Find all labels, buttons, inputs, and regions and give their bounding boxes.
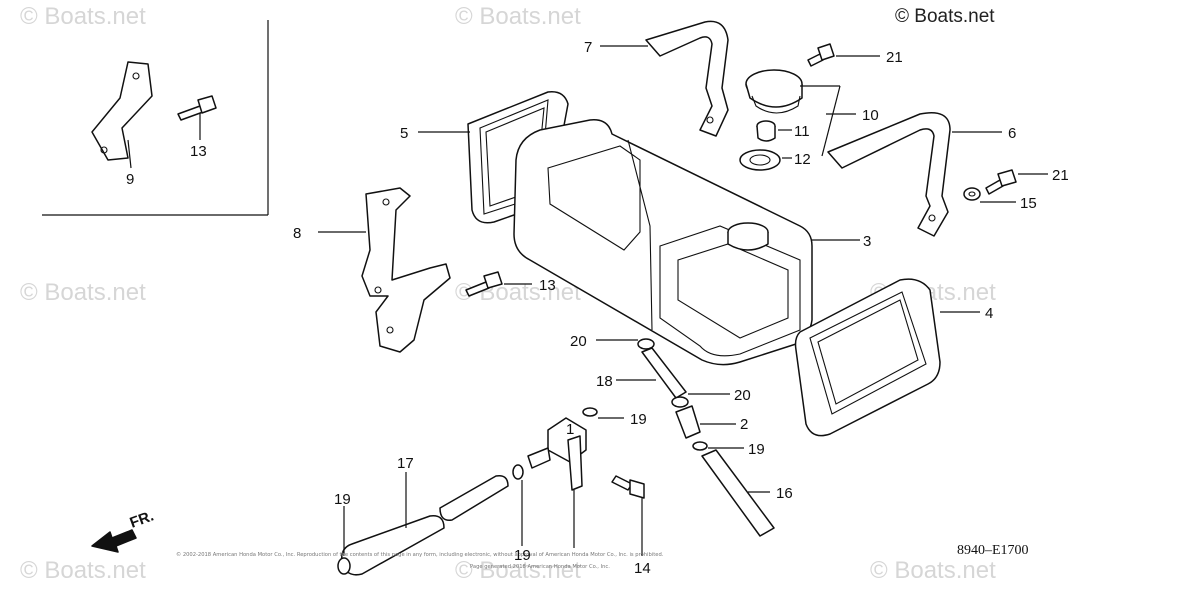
watermark-layer: © Boats.net © Boats.net © Boats.net © Bo… — [20, 3, 996, 584]
callout-16: 16 — [776, 485, 793, 502]
inset-frame — [42, 20, 269, 216]
callout-8: 8 — [293, 225, 301, 242]
callout-9: 9 — [126, 171, 134, 188]
watermark: © Boats.net — [455, 557, 581, 584]
part-13-bolt — [465, 271, 532, 297]
callout-19-lower: 19 — [334, 491, 351, 508]
callout-2: 2 — [740, 416, 748, 433]
part-10-cap — [745, 69, 856, 157]
part-19-clip-middle — [512, 464, 524, 546]
callout-21-top: 21 — [886, 49, 903, 66]
watermark: © Boats.net — [20, 3, 146, 30]
part-6-strap — [827, 112, 1002, 237]
part-8-bracket — [318, 187, 451, 353]
callout-13: 13 — [539, 277, 556, 294]
fine-print-line2: Page generated 2018 American Honda Motor… — [470, 564, 610, 570]
diagram-code: 8940–E1700 — [957, 543, 1029, 558]
callout-4: 4 — [985, 305, 993, 322]
callout-19-middle: 19 — [514, 547, 531, 564]
callout-15: 15 — [1020, 195, 1037, 212]
part-12-gasket — [739, 149, 792, 171]
part-16-hose — [701, 449, 775, 537]
callout-1: 1 — [566, 421, 574, 438]
watermark: © Boats.net — [20, 279, 146, 306]
callout-13-inset: 13 — [190, 143, 207, 160]
part-13-bolt-inset — [177, 95, 217, 140]
part-9-bracket — [91, 61, 153, 169]
front-direction-arrow: FR. — [91, 508, 157, 553]
part-21-bolt-right — [985, 169, 1048, 195]
part-11-filter — [756, 120, 792, 142]
callout-17: 17 — [397, 455, 414, 472]
part-20-clip-lower — [671, 393, 730, 408]
watermark: © Boats.net — [455, 3, 581, 30]
part-7-strap — [600, 20, 729, 137]
watermark: © Boats.net — [870, 557, 996, 584]
part-15-washer — [963, 187, 1016, 203]
callout-19-upper: 19 — [630, 411, 647, 428]
part-21-bolt-top — [807, 43, 880, 67]
callout-12: 12 — [794, 151, 811, 168]
callout-7: 7 — [584, 39, 592, 56]
part-19-clip-lower — [337, 506, 351, 575]
callout-labels: 1 2 3 4 5 6 7 8 9 10 11 12 13 13 14 15 1… — [126, 39, 1069, 577]
callout-11: 11 — [794, 123, 810, 140]
part-18-tube — [616, 347, 687, 399]
callout-5: 5 — [400, 125, 408, 142]
part-1-fuel-valve — [527, 417, 587, 548]
callout-21-right: 21 — [1052, 167, 1069, 184]
callout-20-lower: 20 — [734, 387, 751, 404]
watermark: © Boats.net — [20, 557, 146, 584]
front-direction-label: FR. — [128, 508, 157, 532]
callout-3: 3 — [863, 233, 871, 250]
callout-19-right: 19 — [748, 441, 765, 458]
part-20-clip-upper — [596, 338, 655, 350]
callout-14: 14 — [634, 560, 651, 577]
fine-print-line1: © 2002-2018 American Honda Motor Co., In… — [176, 551, 664, 558]
part-4-rubber-frame — [794, 278, 980, 437]
callout-6: 6 — [1008, 125, 1016, 142]
copyright-label: © Boats.net — [895, 6, 995, 27]
part-17-hose-short — [439, 474, 509, 521]
part-17-hose-long — [340, 472, 445, 576]
part-14-bolt — [611, 475, 645, 556]
part-2-filter — [675, 405, 736, 439]
callout-20-upper: 20 — [570, 333, 587, 350]
part-19-clip-right — [692, 441, 744, 451]
callout-18: 18 — [596, 373, 613, 390]
callout-10: 10 — [862, 107, 879, 124]
part-19-clip-upper — [582, 407, 624, 419]
